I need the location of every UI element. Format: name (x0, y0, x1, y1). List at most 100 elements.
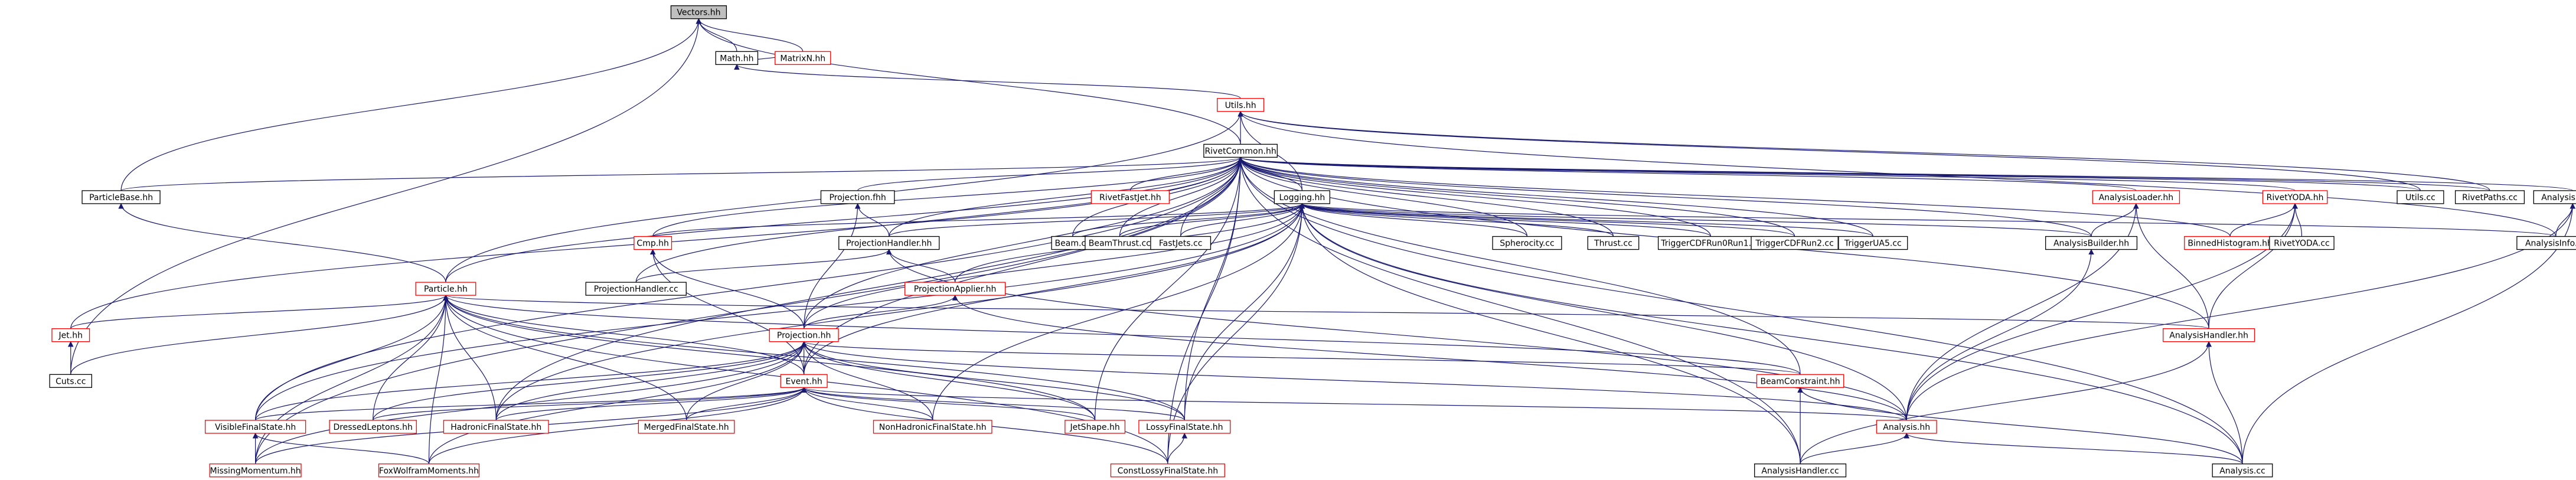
node-box[interactable] (2533, 190, 2576, 204)
node-event[interactable]: Event.hh (780, 374, 828, 388)
node-projectionapplier[interactable]: ProjectionApplier.hh (904, 282, 1006, 296)
node-dressedleptons[interactable]: DressedLeptons.hh (329, 420, 417, 434)
node-box[interactable] (204, 420, 306, 434)
node-beamconstraint[interactable]: BeamConstraint.hh (1756, 374, 1844, 388)
node-trig2[interactable]: TriggerCDFRun2.cc (1751, 236, 1839, 250)
node-box[interactable] (51, 328, 90, 342)
node-logging[interactable]: Logging.hh (1274, 190, 1331, 204)
node-trigua5[interactable]: TriggerUA5.cc (1838, 236, 1908, 250)
node-box[interactable] (1754, 463, 1847, 478)
node-analysisloader[interactable]: AnalysisLoader.hh (2092, 190, 2180, 204)
node-box[interactable] (2262, 190, 2328, 204)
node-box[interactable] (715, 51, 759, 65)
node-label: AnalysisLoader.hh (2099, 193, 2174, 203)
node-binnedhisto[interactable]: BinnedHistogram.hh (2184, 236, 2277, 250)
node-missingmomentum[interactable]: MissingMomentum.hh (209, 463, 302, 478)
node-box[interactable] (1751, 236, 1839, 250)
node-matrixn[interactable]: MatrixN.hh (775, 51, 831, 65)
node-box[interactable] (904, 282, 1006, 296)
node-foxwolfram[interactable]: FoxWolframMoments.hh (378, 463, 480, 478)
node-particlebase[interactable]: ParticleBase.hh (81, 190, 161, 204)
node-box[interactable] (2269, 236, 2335, 250)
node-analysishandlercc[interactable]: AnalysisHandler.cc (1754, 463, 1847, 478)
node-box[interactable] (1203, 143, 1278, 158)
node-box[interactable] (1876, 420, 1937, 434)
node-box[interactable] (2212, 463, 2273, 478)
node-rivetyoda[interactable]: RivetYODA.hh (2262, 190, 2328, 204)
node-box[interactable] (443, 420, 549, 434)
node-utils[interactable]: Utils.hh (1217, 98, 1265, 112)
node-box[interactable] (1110, 463, 1225, 478)
node-box[interactable] (209, 463, 302, 478)
node-box[interactable] (775, 51, 831, 65)
node-projectionhandlerhh[interactable]: ProjectionHandler.hh (838, 236, 940, 250)
node-box[interactable] (378, 463, 480, 478)
node-box[interactable] (638, 420, 735, 434)
node-box[interactable] (820, 190, 895, 204)
node-math[interactable]: Math.hh (715, 51, 759, 65)
node-box[interactable] (2397, 190, 2444, 204)
node-box[interactable] (670, 5, 727, 19)
node-box[interactable] (780, 374, 828, 388)
node-constlossyfs[interactable]: ConstLossyFinalState.hh (1110, 463, 1225, 478)
node-box[interactable] (1138, 420, 1231, 434)
node-box[interactable] (769, 328, 839, 342)
edge-nonhadronicfs-to-projectionhh (801, 341, 933, 420)
node-box[interactable] (634, 236, 672, 250)
node-analysisinfohh[interactable]: AnalysisInfo.hh (2533, 190, 2576, 204)
node-jet[interactable]: Jet.hh (51, 328, 90, 342)
node-thrust[interactable]: Thrust.cc (1587, 236, 1640, 250)
node-box[interactable] (1150, 236, 1212, 250)
node-projectionfhh[interactable]: Projection.fhh (820, 190, 895, 204)
node-box[interactable] (838, 236, 940, 250)
node-analysisinfocc[interactable]: AnalysisInfo.cc (2516, 236, 2576, 250)
node-box[interactable] (1274, 190, 1331, 204)
node-box[interactable] (49, 374, 93, 388)
node-vectors[interactable]: Vectors.hh (670, 5, 727, 19)
node-rivetfastjet[interactable]: RivetFastJet.hh (1091, 190, 1170, 204)
node-analysiscc[interactable]: Analysis.cc (2212, 463, 2273, 478)
node-jetshape[interactable]: JetShape.hh (1065, 420, 1126, 434)
node-box[interactable] (1065, 420, 1126, 434)
node-analysishandlerhh[interactable]: AnalysisHandler.hh (2163, 328, 2255, 342)
node-utilscc[interactable]: Utils.cc (2397, 190, 2444, 204)
node-rivetpaths[interactable]: RivetPaths.cc (2454, 190, 2525, 204)
node-box[interactable] (81, 190, 161, 204)
edge-analysishh-to-projectionhh (801, 341, 1907, 421)
node-projectionhh[interactable]: Projection.hh (769, 328, 839, 342)
node-analysisbuilder[interactable]: AnalysisBuilder.hh (2045, 236, 2138, 250)
node-hadronicfs[interactable]: HadronicFinalState.hh (443, 420, 549, 434)
node-box[interactable] (873, 420, 992, 434)
node-particle[interactable]: Particle.hh (415, 282, 476, 296)
node-box[interactable] (1217, 98, 1265, 112)
node-cuts[interactable]: Cuts.cc (49, 374, 93, 388)
node-box[interactable] (2516, 236, 2576, 250)
node-lossyfs[interactable]: LossyFinalState.hh (1138, 420, 1231, 434)
node-fastjets[interactable]: FastJets.cc (1150, 236, 1212, 250)
node-box[interactable] (329, 420, 417, 434)
node-spherocity[interactable]: Spherocity.cc (1492, 236, 1562, 250)
node-box[interactable] (1838, 236, 1908, 250)
node-box[interactable] (2092, 190, 2180, 204)
node-analysishh[interactable]: Analysis.hh (1876, 420, 1937, 434)
edge-analysisbuilder-to-logging (1299, 203, 2092, 237)
node-nonhadronicfs[interactable]: NonHadronicFinalState.hh (873, 420, 992, 434)
node-box[interactable] (1587, 236, 1640, 250)
node-cmp[interactable]: Cmp.hh (634, 236, 672, 250)
node-beamcc[interactable]: Beam.cc (1051, 236, 1094, 250)
node-box[interactable] (1492, 236, 1562, 250)
node-trig1[interactable]: TriggerCDFRun0Run1.cc (1657, 236, 1764, 250)
node-box[interactable] (2163, 328, 2255, 342)
node-box[interactable] (1091, 190, 1170, 204)
node-box[interactable] (2045, 236, 2138, 250)
node-visiblefs[interactable]: VisibleFinalState.hh (204, 420, 306, 434)
node-rivetyodacc[interactable]: RivetYODA.cc (2269, 236, 2335, 250)
node-box[interactable] (2454, 190, 2525, 204)
node-box[interactable] (1756, 374, 1844, 388)
node-mergedfs[interactable]: MergedFinalState.hh (638, 420, 735, 434)
node-box[interactable] (415, 282, 476, 296)
node-projectionhandlercc[interactable]: ProjectionHandler.cc (585, 282, 687, 296)
node-beamthrust[interactable]: BeamThrust.cc (1085, 236, 1155, 250)
node-rivetcommon[interactable]: RivetCommon.hh (1203, 143, 1278, 158)
node-box[interactable] (585, 282, 687, 296)
